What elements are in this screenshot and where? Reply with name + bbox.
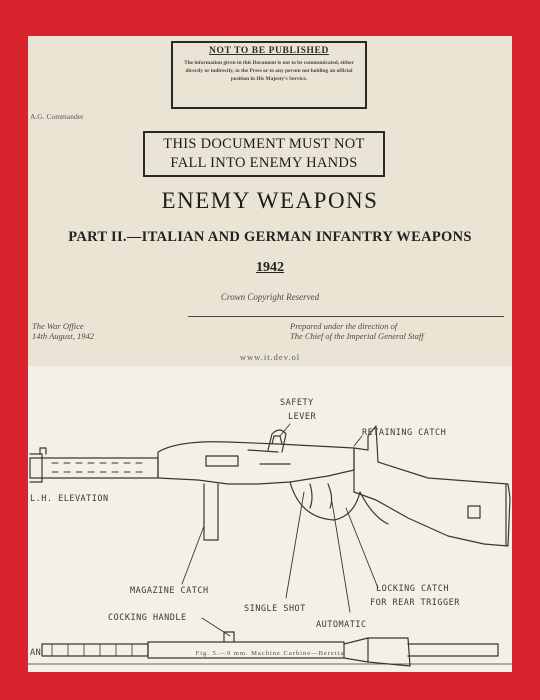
not-to-be-published-notice: NOT TO BE PUBLISHED The information give… xyxy=(171,41,367,109)
stock xyxy=(353,425,511,547)
plan-view xyxy=(41,631,499,667)
figure-caption: Fig. 5.—9 mm. Machine Carbine—Beretta xyxy=(195,650,345,657)
barrel-jacket xyxy=(29,457,159,479)
bolt-slot xyxy=(205,455,239,467)
prepared-line-1: Prepared under the direction of xyxy=(290,321,398,331)
diagram-section xyxy=(28,366,512,672)
cooling-holes xyxy=(51,462,143,473)
warning-line-1: THIS DOCUMENT MUST NOT xyxy=(163,136,365,152)
safety-label-1: SAFETY xyxy=(280,398,314,408)
document-subtitle: PART II.—ITALIAN AND GERMAN INFANTRY WEA… xyxy=(68,229,472,245)
warning-line-2: FALL INTO ENEMY HANDS xyxy=(170,155,358,171)
notice-title: NOT TO BE PUBLISHED xyxy=(209,46,329,56)
automatic-label: AUTOMATIC xyxy=(316,620,367,630)
safety-label-2: LEVER xyxy=(288,412,317,422)
document-page: NOT TO BE PUBLISHED The information give… xyxy=(28,36,512,672)
rear-sight xyxy=(271,435,283,445)
watermark-url: www.it.dev.ol xyxy=(239,352,301,362)
crown-copyright: Crown Copyright Reserved xyxy=(220,292,320,302)
carbine-line-drawing xyxy=(28,423,512,667)
cover-section xyxy=(28,36,512,366)
war-office-line-1: The War Office xyxy=(32,321,84,331)
safety-lever xyxy=(267,429,287,453)
prepared-by-block: Prepared under the direction of The Chie… xyxy=(290,321,424,341)
front-trigger xyxy=(309,483,313,509)
muzzle xyxy=(29,453,43,483)
divider-rule xyxy=(188,316,504,317)
plan-view-label: AN xyxy=(30,648,42,658)
warning-box: THIS DOCUMENT MUST NOT FALL INTO ENEMY H… xyxy=(143,131,385,177)
leader-lines xyxy=(181,423,379,637)
document-year: 1942 xyxy=(256,260,284,275)
notice-body: The information given in this Document i… xyxy=(184,60,354,82)
war-office-block: The War Office 14th August, 1942 xyxy=(32,321,94,341)
reference-note: A.G. Commander xyxy=(30,112,84,121)
receiver-detail xyxy=(247,449,291,465)
sling-swivel xyxy=(467,505,481,519)
trigger-guard xyxy=(289,481,361,521)
single-shot-label: SINGLE SHOT xyxy=(244,604,306,614)
pistol-grip xyxy=(359,491,389,525)
document-title: ENEMY WEAPONS xyxy=(161,188,379,213)
locking-catch-label-2: FOR REAR TRIGGER xyxy=(370,598,460,608)
rear-trigger xyxy=(327,483,333,509)
locking-catch-label-1: LOCKING CATCH xyxy=(376,584,450,594)
war-office-line-2: 14th August, 1942 xyxy=(32,331,94,341)
elevation-label: L.H. ELEVATION xyxy=(30,494,109,504)
receiver xyxy=(157,441,355,485)
front-sight xyxy=(39,447,47,455)
cocking-handle-label: COCKING HANDLE xyxy=(108,613,187,623)
retaining-catch-label: RETAINING CATCH xyxy=(362,428,447,438)
prepared-line-2: The Chief of the Imperial General Staff xyxy=(290,331,424,341)
magazine xyxy=(203,483,219,541)
magazine-catch-label: MAGAZINE CATCH xyxy=(130,586,209,596)
